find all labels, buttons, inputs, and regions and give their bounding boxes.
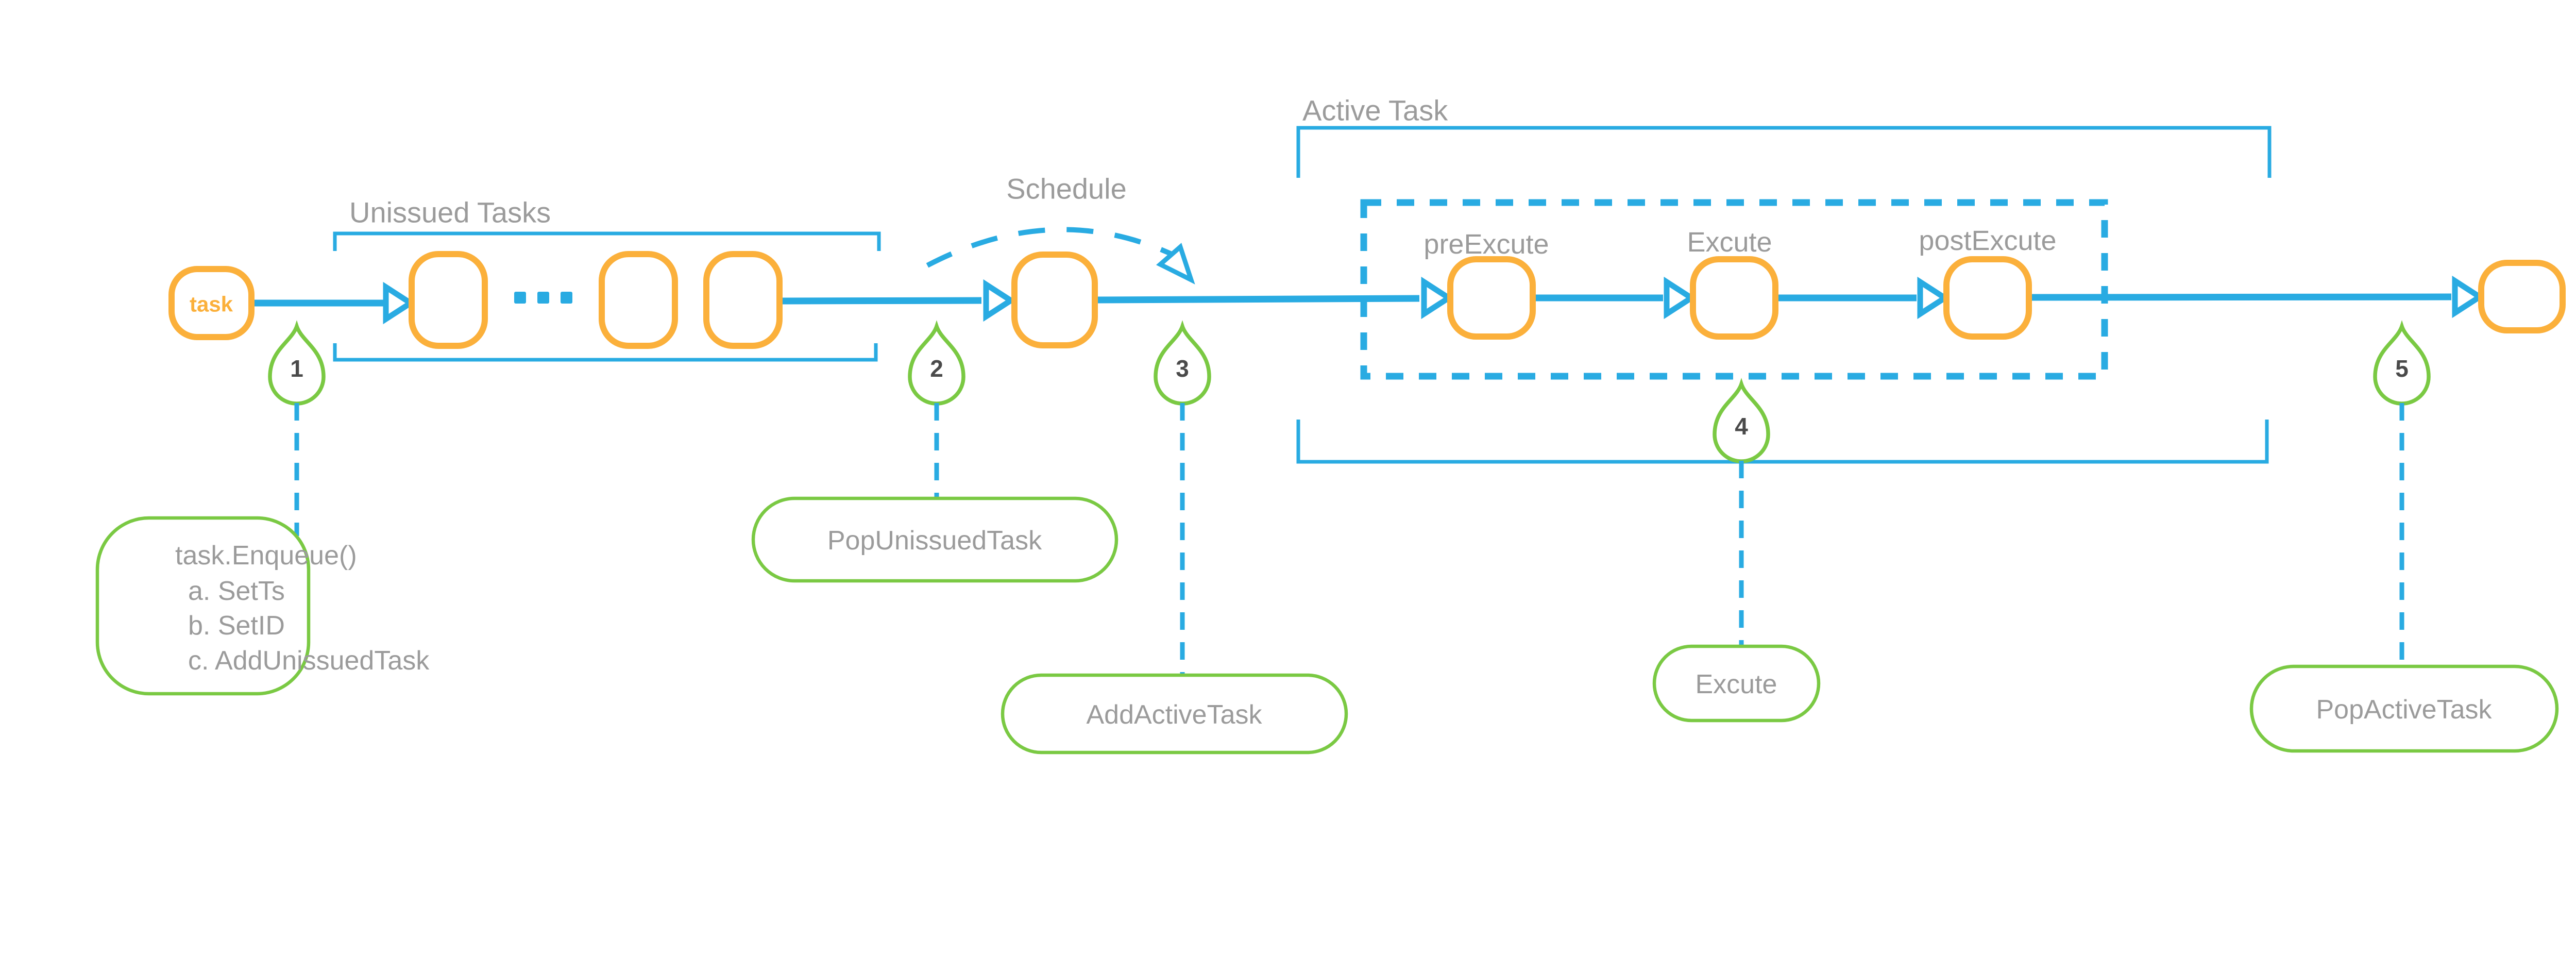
preexcute-label: preExcute: [1423, 229, 1549, 260]
active-task-label: Active Task: [1302, 94, 1448, 127]
task-node-label: task: [190, 292, 233, 316]
pin-marker-3: 3: [1154, 320, 1211, 406]
schedule-arc-arrowhead-icon: [1156, 243, 1195, 284]
pop-active-task-callout-box: [2249, 664, 2559, 753]
flow-line-schedule-to-preexcute: [1094, 295, 1420, 304]
task-node: [168, 266, 255, 340]
enqueue-callout-box: [95, 516, 311, 696]
ellipsis-dot: [537, 292, 549, 304]
unissued-queue-node: [703, 251, 783, 349]
callout-line: a. SetTs: [188, 576, 285, 606]
flow-line-queue-to-schedule: [779, 297, 982, 305]
unissued-queue-node: [409, 251, 488, 349]
queue-ellipsis-dots: [514, 292, 572, 304]
add-active-task-callout-box: [1001, 673, 1348, 755]
preexcute-node: [1447, 256, 1536, 340]
postexcute-label: postExcute: [1919, 225, 2056, 256]
unissued-queue-node: [599, 251, 678, 349]
pop-unissued-task-text: PopUnissuedTask: [827, 526, 1042, 556]
arrowhead-icon: [2452, 275, 2485, 319]
execute-phase-dotted-box: [1360, 199, 2108, 380]
pin-marker-1: 1: [268, 320, 326, 406]
arrowhead-icon: [983, 279, 1016, 322]
callout-line: b. SetID: [188, 611, 285, 641]
ellipsis-dot: [514, 292, 526, 304]
unissued-tasks-bracket-bottom: [333, 343, 878, 362]
pin-number: 3: [1176, 355, 1189, 382]
pop-active-task-text: PopActiveTask: [2316, 695, 2492, 725]
pin-number: 1: [290, 355, 303, 382]
ellipsis-dot: [561, 292, 572, 304]
pin-marker-2: 2: [908, 320, 965, 406]
pin-number: 4: [1735, 413, 1748, 440]
enqueue-callout-text: task.Enqueue() a. SetTs b. SetID c. AddU…: [175, 541, 430, 676]
pin-marker-4: 4: [1713, 378, 1770, 463]
arrowhead-icon: [1917, 276, 1951, 320]
end-node: [2478, 260, 2566, 333]
arrowhead-icon: [1421, 276, 1454, 320]
pin-marker-5: 5: [2373, 320, 2431, 406]
callout-line: c. AddUnissuedTask: [188, 646, 430, 676]
arrowhead-icon: [383, 281, 416, 325]
excute-node: [1690, 256, 1778, 340]
schedule-node: [1011, 252, 1098, 348]
pin-number: 2: [930, 355, 943, 382]
arrowhead-icon: [1664, 276, 1697, 320]
active-task-bracket-top: [1296, 126, 2272, 178]
pop-unissued-task-callout-box: [751, 496, 1118, 583]
schedule-label: Schedule: [1006, 173, 1127, 205]
unissued-tasks-label: Unissued Tasks: [349, 196, 551, 229]
excute-callout-text: Excute: [1696, 669, 1777, 699]
add-active-task-text: AddActiveTask: [1086, 700, 1262, 730]
excute-callout-box: [1652, 644, 1821, 723]
postexcute-node: [1943, 256, 2032, 340]
pin-number: 5: [2395, 355, 2409, 382]
callout-line: task.Enqueue(): [175, 541, 357, 571]
active-task-bracket-bottom: [1296, 420, 2269, 464]
excute-label: Excute: [1687, 227, 1772, 258]
unissued-tasks-bracket-top: [333, 231, 881, 251]
